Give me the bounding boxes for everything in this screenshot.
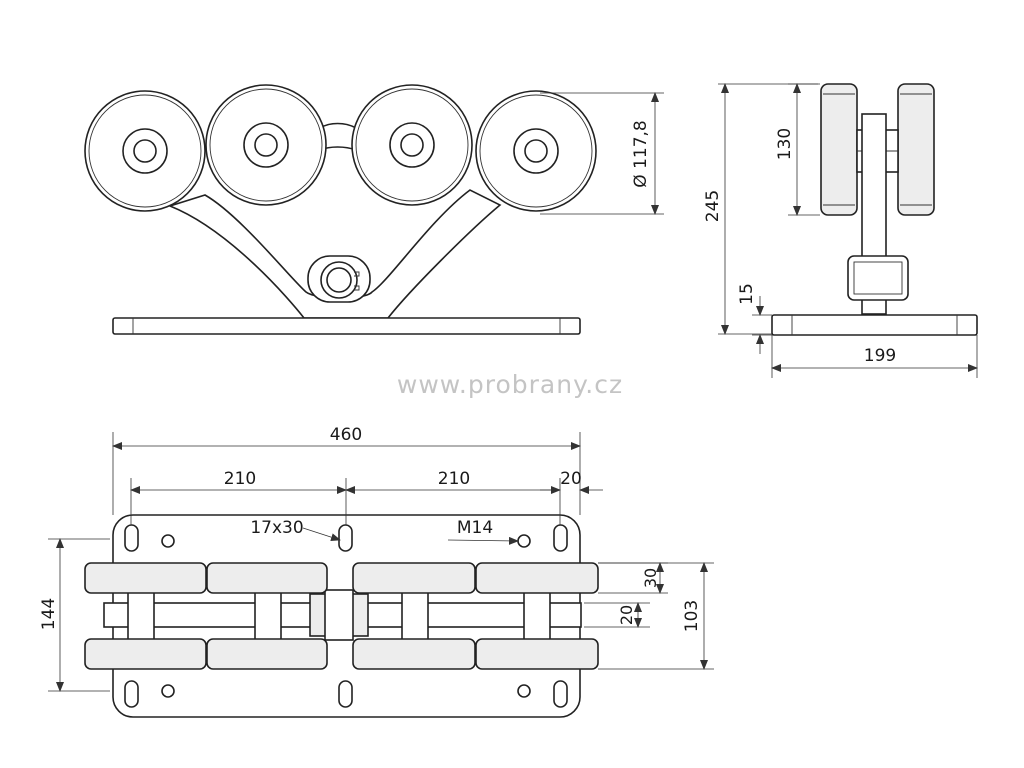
slot [338,680,353,708]
top-wheel [206,638,328,670]
height-103-label: 103 [682,600,702,632]
thread-hole [161,534,175,548]
front-wheel [84,90,206,212]
slot [124,524,139,552]
rail-gap-label: 20 [617,605,636,625]
rail-offset-label: 30 [641,568,660,588]
height-total-label: 245 [703,190,723,222]
edge-offset-label: 20 [560,469,582,489]
front-base-plate [112,317,581,335]
side-view: 245 130 15 199 [703,83,978,378]
top-wheel [84,562,207,594]
watermark: www.probrany.cz [397,370,623,399]
side-base-plate [771,314,978,336]
top-wheel [352,638,476,670]
slot-label: 17x30 [250,518,303,538]
length-total-label: 460 [330,425,362,445]
top-wheel [352,562,476,594]
front-bracket [167,189,502,319]
spacing-right-label: 210 [438,469,470,489]
wheel-diameter-label: Ø 117,8 [631,120,651,187]
plate-width-label: 199 [864,346,896,366]
top-wheel [475,562,599,594]
side-wheel-left [820,83,858,216]
front-wheel [205,84,327,206]
front-view: Ø 117,8 [84,84,664,335]
slot [553,524,568,552]
top-wheel [84,638,207,670]
slot [338,524,353,552]
thread-hole [161,684,175,698]
slot [124,680,139,708]
front-wheel [475,90,597,212]
spacing-left-label: 210 [224,469,256,489]
plate-thickness-label: 15 [737,283,757,305]
side-wheel-right [897,83,935,216]
side-lower-boss [847,255,909,301]
top-wheel [475,638,599,670]
top-wheel [206,562,328,594]
top-view: 460 210 210 20 17x30 M14 144 30 20 [39,425,714,718]
front-wheel [351,84,473,206]
thread-hole [517,684,531,698]
front-axle-inner [326,267,352,293]
thread-label: M14 [457,518,493,538]
width-144-label: 144 [39,598,59,630]
thread-hole [517,534,531,548]
slot [553,680,568,708]
wheel-height-label: 130 [775,128,795,160]
